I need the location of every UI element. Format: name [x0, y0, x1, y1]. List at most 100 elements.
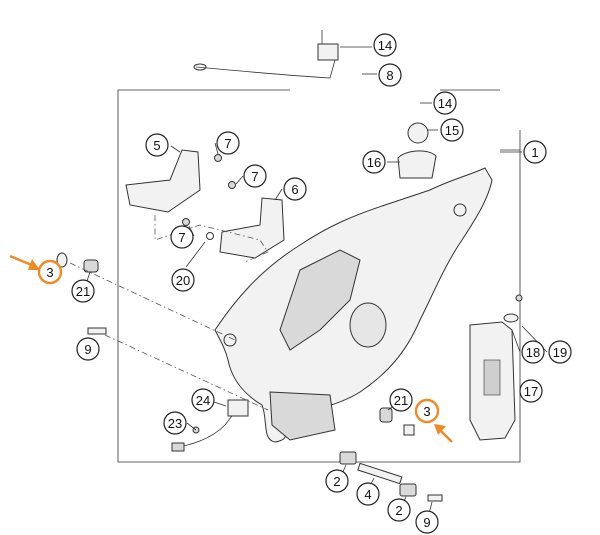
callout-23: 23 [163, 411, 187, 435]
mount-washer-left [56, 252, 68, 268]
callout-number: 17 [524, 384, 538, 399]
tank-bolt-right [453, 203, 467, 217]
tank-bolt-left [223, 333, 237, 347]
callout-circle [163, 411, 187, 435]
callout-number: 9 [84, 342, 91, 357]
callout-number: 7 [178, 230, 185, 245]
bolt-9-left [87, 327, 107, 335]
callout-3-highlighted: 3 [37, 259, 63, 285]
filler-cap [407, 122, 429, 144]
callout-number: 18 [526, 345, 540, 360]
callout-circle [71, 279, 95, 303]
mount-rubber-right [379, 407, 393, 423]
callout-4: 4 [356, 482, 380, 506]
tank-inner-frame [279, 249, 361, 351]
callout-circle [521, 340, 545, 364]
tank-opening [349, 302, 387, 348]
callout-number: 8 [386, 68, 393, 83]
callout-number: 19 [553, 345, 567, 360]
bracket-dash-outline [154, 215, 269, 263]
callout-circle [325, 469, 349, 493]
callout-number: 2 [333, 474, 340, 489]
callout-number: 9 [423, 515, 430, 530]
callout-circle [191, 388, 215, 412]
callout-7: 7 [216, 131, 240, 155]
callout-7: 7 [243, 164, 267, 188]
callout-circle [519, 379, 543, 403]
dash-axis-upper [69, 262, 236, 341]
callout-number: 14 [378, 38, 392, 53]
callout-circle [389, 388, 413, 412]
callout-number: 14 [438, 96, 452, 111]
callout-7: 7 [170, 225, 194, 249]
callout-21: 21 [71, 279, 95, 303]
callout-circle [373, 33, 397, 57]
callout-circle [243, 164, 267, 188]
panel-grommet [503, 313, 519, 323]
callout-circle [415, 510, 439, 534]
bolt-9-bottom [427, 494, 443, 502]
mount-bolt-right [403, 424, 415, 436]
callout-15: 15 [440, 118, 464, 142]
nut-7b [228, 181, 236, 189]
mount-rubber-left [83, 259, 99, 273]
sensor-connector [171, 442, 185, 452]
callout-circle [548, 340, 572, 364]
callout-number: 5 [153, 138, 160, 153]
callout-1: 1 [523, 140, 547, 164]
panel-screw [515, 294, 523, 302]
callout-number: 3 [423, 404, 430, 419]
panel-label-area [483, 359, 501, 396]
callout-number: 6 [291, 182, 298, 197]
callout-number: 4 [364, 487, 371, 502]
callout-number: 23 [168, 416, 182, 431]
callout-9: 9 [76, 337, 100, 361]
bushing-2b [399, 483, 417, 497]
callout-circle [76, 337, 100, 361]
callout-circle [37, 259, 63, 285]
callout-17: 17 [519, 379, 543, 403]
callout-circle [440, 118, 464, 142]
dash-axis-lower [104, 334, 269, 411]
callout-5: 5 [145, 133, 169, 157]
callout-2: 2 [387, 498, 411, 522]
callout-circle [523, 140, 547, 164]
callout-14: 14 [433, 91, 457, 115]
callout-2: 2 [325, 469, 349, 493]
callout-circle [362, 150, 386, 174]
callout-21: 21 [389, 388, 413, 412]
callout-number: 21 [76, 284, 90, 299]
callout-circle [216, 131, 240, 155]
callout-circle [170, 225, 194, 249]
callout-circle [356, 482, 380, 506]
callout-number: 15 [445, 123, 459, 138]
callout-number: 16 [367, 155, 381, 170]
callout-number: 1 [531, 145, 538, 160]
washer-20 [206, 232, 214, 240]
cable-eyelet [193, 63, 207, 71]
bushing-2a [339, 451, 357, 465]
fuel-tank-body [214, 167, 493, 443]
assembly-frame [117, 89, 521, 463]
nut-7c [182, 218, 190, 226]
callout-8: 8 [378, 63, 402, 87]
callout-14: 14 [373, 33, 397, 57]
callout-circle [387, 498, 411, 522]
cable-bracket [317, 43, 339, 61]
callout-circle [433, 91, 457, 115]
callout-number: 7 [251, 169, 258, 184]
callout-16: 16 [362, 150, 386, 174]
callout-24: 24 [191, 388, 215, 412]
sleeve-4 [357, 462, 403, 485]
callout-9: 9 [415, 510, 439, 534]
callout-circle [414, 398, 440, 424]
sensor-body [227, 399, 249, 417]
tank-bottom-part [269, 391, 336, 441]
filler-neck [397, 150, 437, 179]
callout-20: 20 [171, 268, 195, 292]
highlight-arrow-right [434, 424, 453, 443]
callout-circle [145, 133, 169, 157]
